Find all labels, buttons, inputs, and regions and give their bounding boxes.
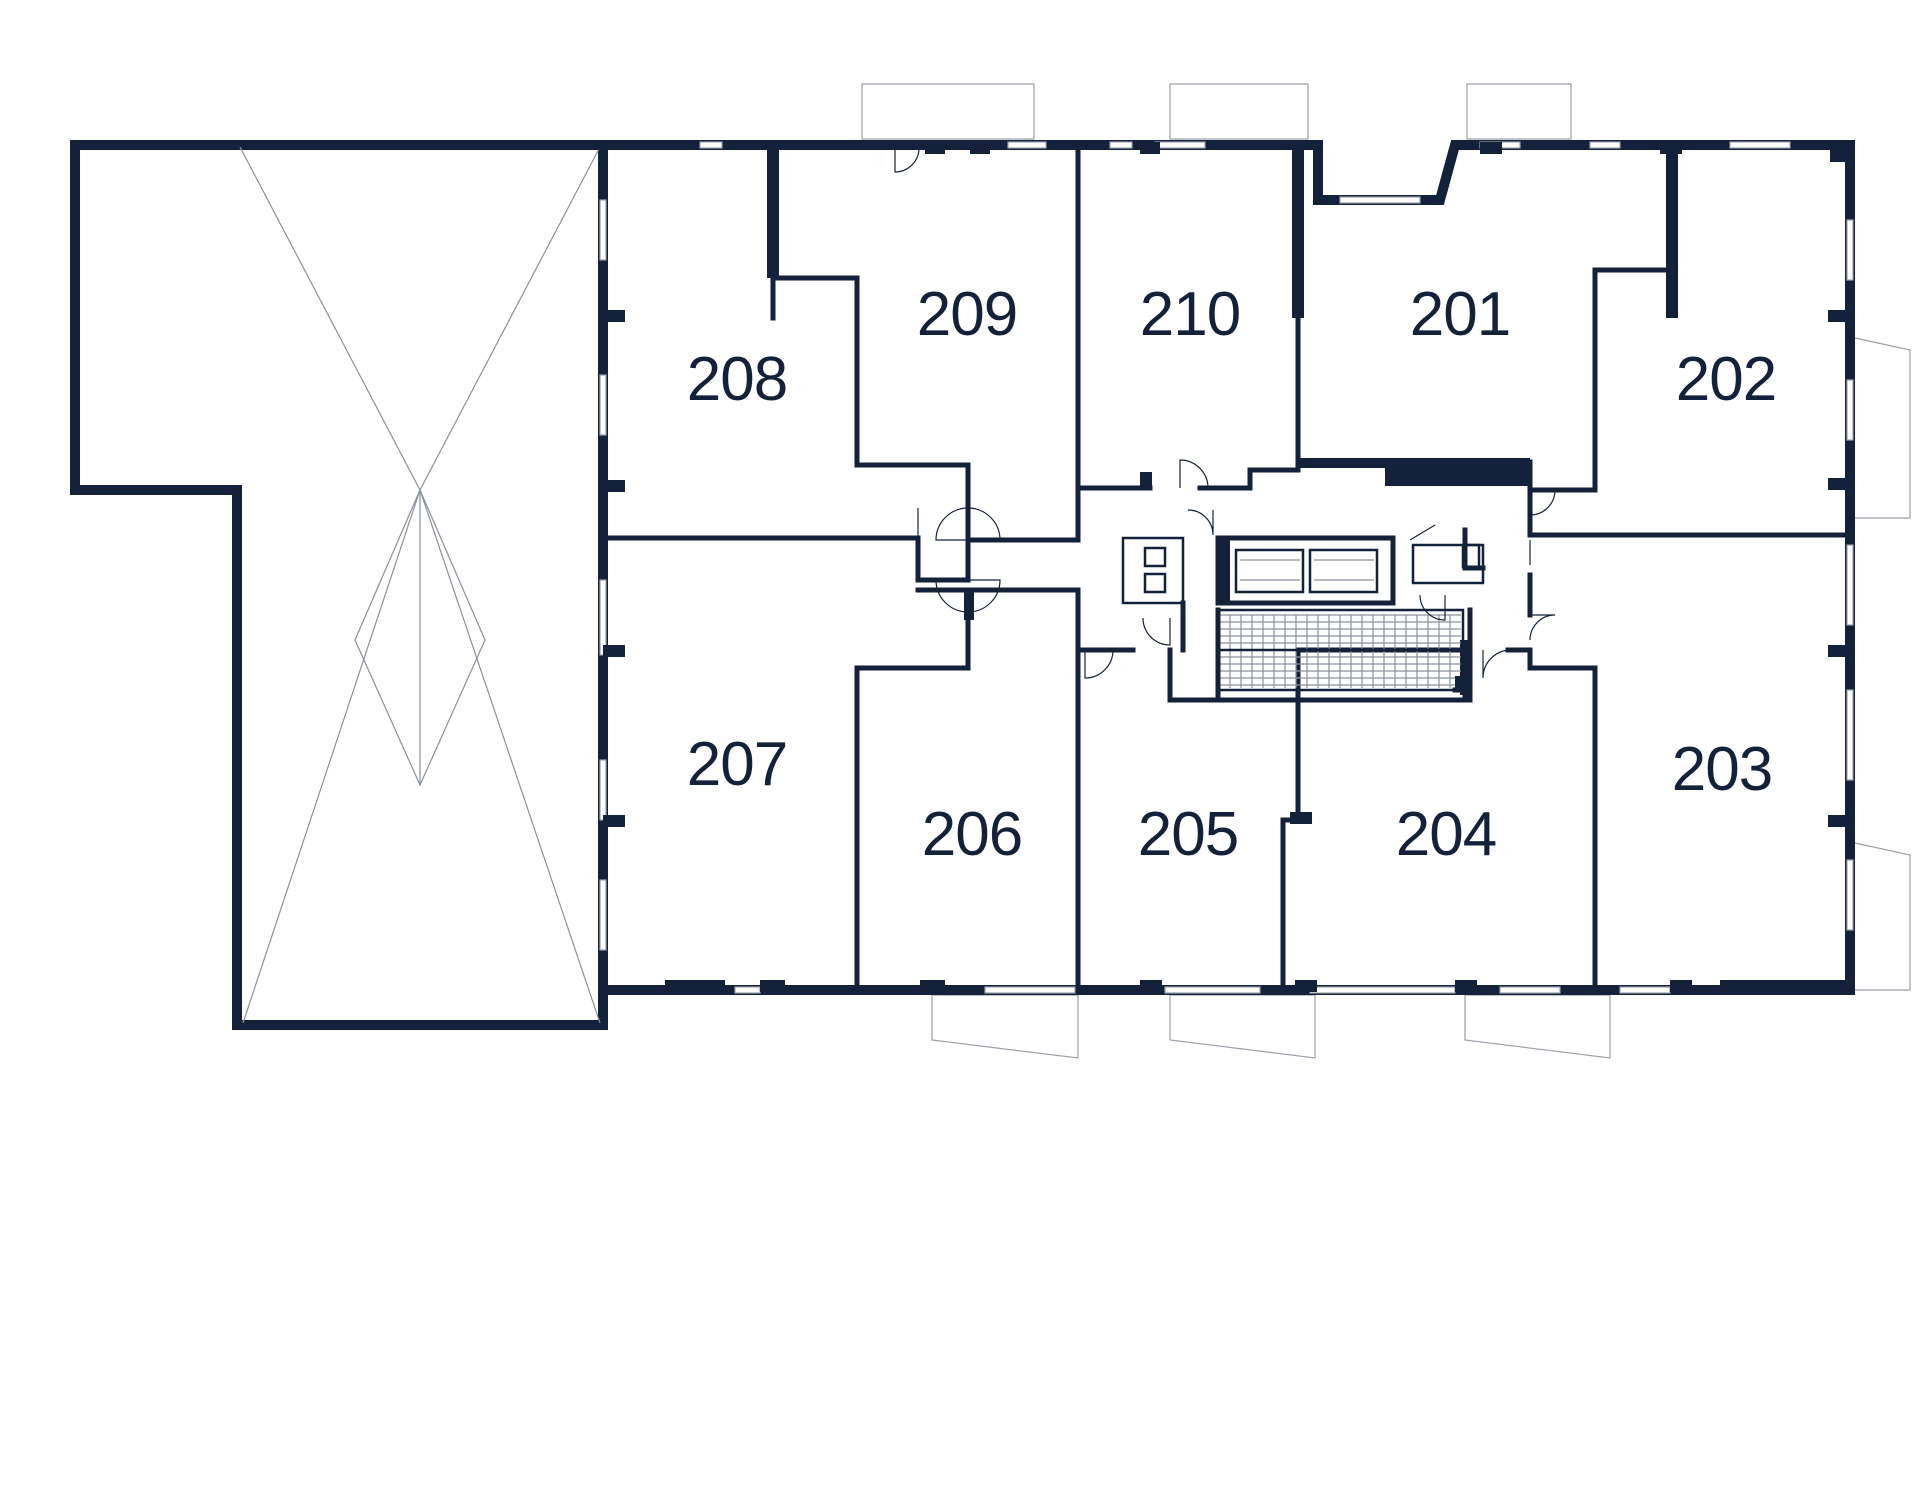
unit-206[interactable]: 206: [862, 672, 1072, 985]
roof-wing: [70, 140, 608, 1030]
unit-204-label: 204: [1396, 800, 1496, 869]
unit-203-label: 203: [1672, 735, 1772, 804]
unit-203[interactable]: 203: [1600, 540, 1845, 985]
interior-walls: [600, 145, 1853, 993]
unit-205-label: 205: [1138, 800, 1238, 869]
unit-201[interactable]: 201: [1302, 205, 1592, 455]
doors: [894, 147, 1556, 679]
unit-210-label: 210: [1140, 280, 1240, 349]
unit-209-label: 209: [917, 280, 1017, 349]
unit-208-label: 208: [687, 345, 787, 414]
unit-207-label: 207: [687, 730, 787, 799]
unit-207[interactable]: 207: [608, 545, 853, 985]
unit-205[interactable]: 205: [1082, 700, 1282, 985]
stairs: [1216, 608, 1465, 692]
building-outline: [598, 140, 1855, 995]
core: [1121, 535, 1485, 703]
unit-210[interactable]: 210: [1082, 150, 1292, 480]
unit-202-label: 202: [1676, 345, 1776, 414]
unit-labels: 208 209 210 201 202 207 206 205: [608, 150, 1845, 985]
unit-201-label: 201: [1410, 280, 1510, 349]
unit-208[interactable]: 208: [608, 150, 848, 530]
unit-209[interactable]: 209: [780, 150, 1075, 460]
unit-204[interactable]: 204: [1290, 705, 1590, 985]
unit-202[interactable]: 202: [1600, 150, 1845, 530]
unit-206-label: 206: [922, 800, 1022, 869]
